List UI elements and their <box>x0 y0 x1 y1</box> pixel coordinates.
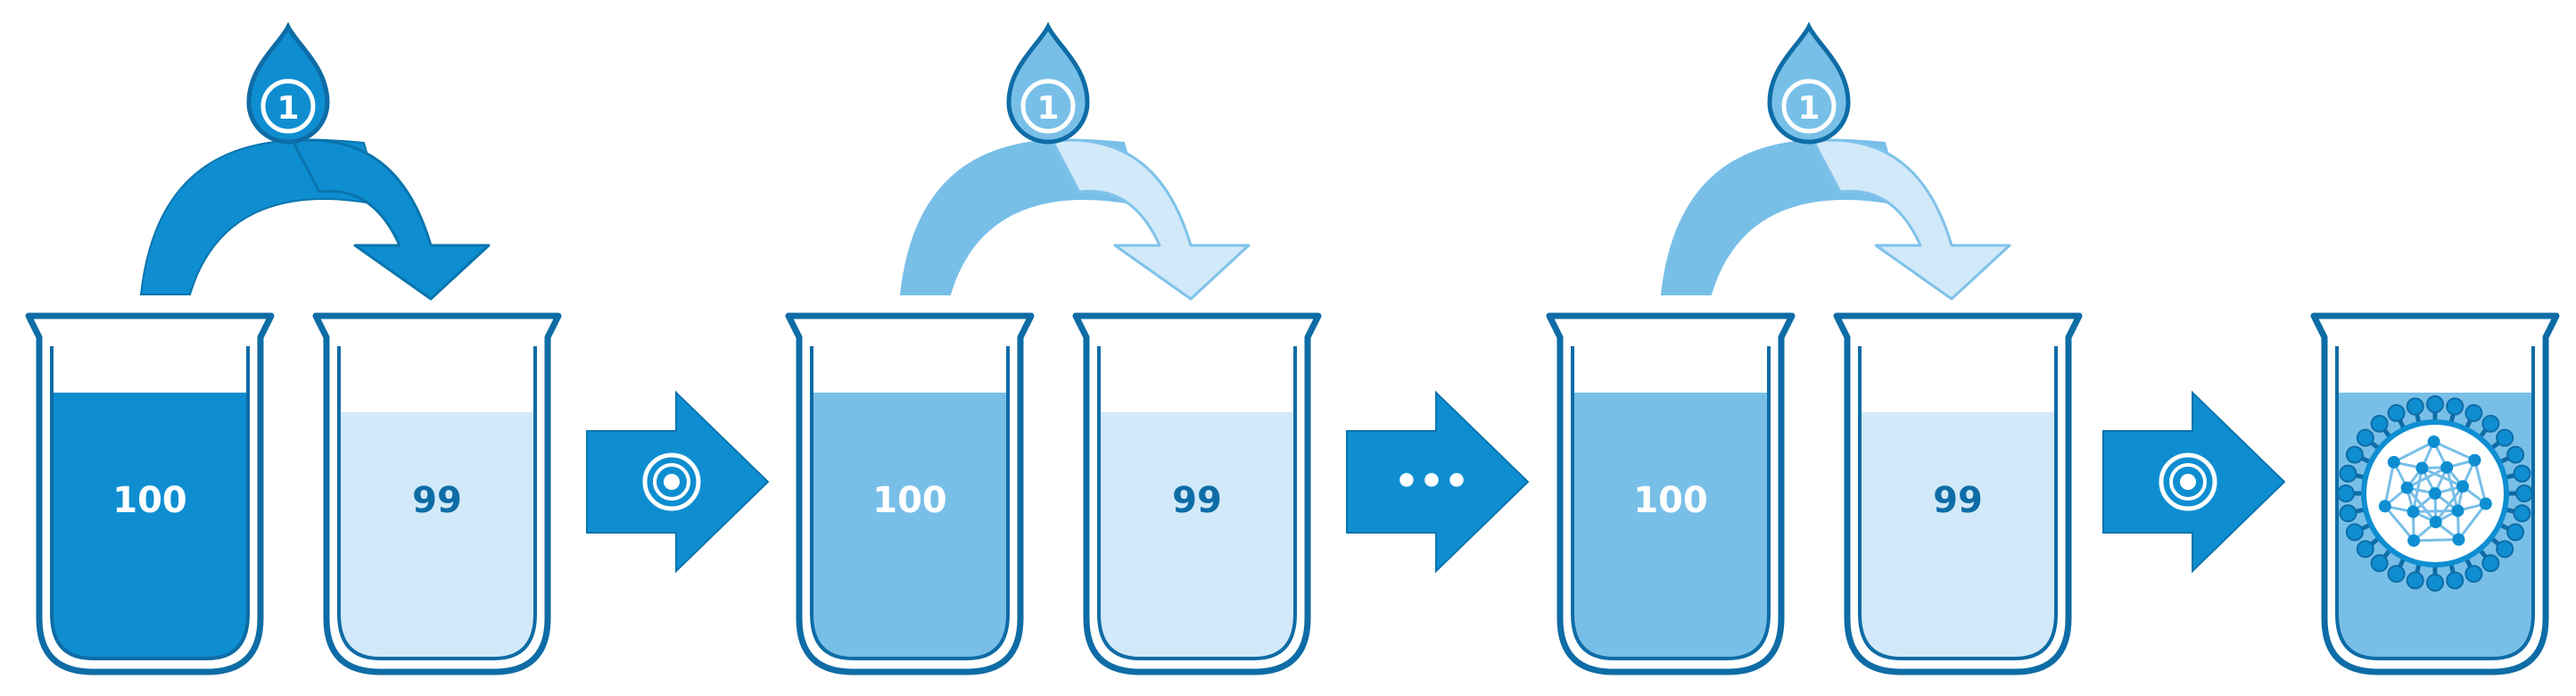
step-arrow-shape <box>1346 390 1530 574</box>
drop-ring <box>1020 79 1076 134</box>
transfer-arrow <box>1660 138 2011 301</box>
transfer-arrow-head <box>291 138 491 301</box>
drop-icon <box>1767 21 1851 145</box>
beaker-a: 100 <box>1546 312 1796 675</box>
drop-label: 1 <box>1797 90 1820 127</box>
beaker-b-inner-wall <box>1858 346 2058 660</box>
beaker-a: 100 <box>785 312 1035 675</box>
beaker-b-label: 99 <box>1172 480 1222 521</box>
beaker-a-inner-wall <box>810 346 1010 660</box>
concentric-circles-icon <box>642 452 701 511</box>
transfer-arrow <box>899 138 1251 301</box>
virus-particle-icon <box>2337 395 2533 592</box>
dilution-stage-3: 100 99 1 <box>1546 21 2083 675</box>
beaker-b: 99 <box>1833 312 2083 675</box>
transfer-drop: 1 <box>1006 21 1090 145</box>
final-beaker-layer <box>2310 312 2560 675</box>
drop-label: 1 <box>277 90 299 127</box>
beaker-b-liquid <box>1099 412 1295 659</box>
beaker-b-liquid <box>1860 412 2056 659</box>
transfer-arrow <box>139 138 491 301</box>
beaker-b-inner-wall <box>1097 346 1297 660</box>
dilution-stage-1: 100 99 1 <box>25 21 562 675</box>
ellipsis-icon: ••• <box>1394 459 1469 504</box>
beaker-a-liquid <box>812 393 1008 659</box>
step-arrow-1 <box>586 390 770 574</box>
drop-icon <box>246 21 330 145</box>
beaker-a-label: 100 <box>112 480 187 521</box>
connectors-layer: ••• <box>586 390 2286 574</box>
beaker-a-liquid <box>52 393 248 659</box>
drop-icon <box>1006 21 1090 145</box>
beaker-a-inner-wall <box>50 346 250 660</box>
step-arrow-3 <box>2102 390 2286 574</box>
beaker-b-liquid <box>339 412 535 659</box>
final-beaker-inner-wall <box>2335 346 2535 660</box>
step-arrow-2: ••• <box>1346 390 1530 574</box>
drop-ring <box>260 79 316 134</box>
beaker-b-label: 99 <box>412 480 462 521</box>
beaker-b-inner-wall <box>337 346 537 660</box>
beaker-a-liquid <box>1573 393 1769 659</box>
beaker-a-label: 100 <box>872 480 947 521</box>
transfer-arrow-head <box>1812 138 2011 301</box>
transfer-drop: 1 <box>246 21 330 145</box>
beaker-b-label: 99 <box>1933 480 1983 521</box>
transfer-drop: 1 <box>1767 21 1851 145</box>
drop-ring <box>1781 79 1837 134</box>
transfer-arrow-head <box>1051 138 1251 301</box>
beaker-a-inner-wall <box>1571 346 1771 660</box>
dilution-stage-2: 100 99 1 <box>785 21 1322 675</box>
beaker-b: 99 <box>1072 312 1322 675</box>
stages-layer: 100 99 1 100 99 1 100 99 1 <box>25 21 2083 675</box>
beaker-b: 99 <box>312 312 562 675</box>
beaker-a-label: 100 <box>1633 480 1708 521</box>
drop-label: 1 <box>1036 90 1059 127</box>
concentric-circles-icon <box>2159 452 2217 511</box>
beaker-a: 100 <box>25 312 275 675</box>
